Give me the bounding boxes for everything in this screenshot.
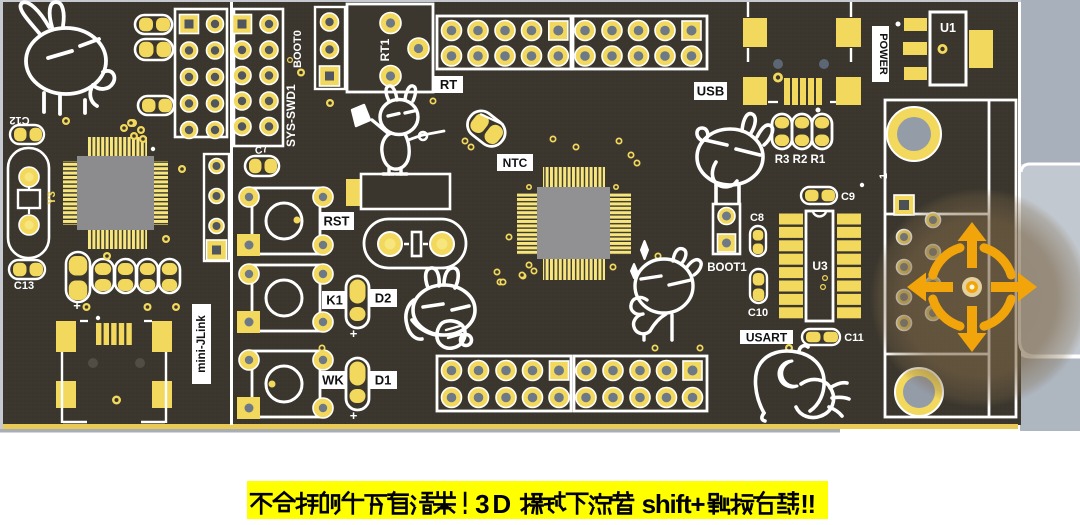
svg-text:WK: WK [322,373,344,388]
svg-text:+: + [350,326,358,341]
svg-text:D2: D2 [375,291,392,306]
svg-text:C11: C11 [844,332,864,344]
svg-text:NTC: NTC [503,156,528,170]
svg-text:U3: U3 [812,259,828,273]
svg-text:C12: C12 [9,114,29,126]
svg-text:RT: RT [440,77,457,92]
svg-text:mini-JLink: mini-JLink [196,315,208,373]
svg-text:USART: USART [746,330,788,344]
svg-text:RT1: RT1 [378,38,392,61]
svg-text:C10: C10 [748,307,768,319]
svg-text:USB: USB [697,84,724,99]
svg-text:POWER: POWER [877,33,889,75]
svg-text:Y3: Y3 [46,191,58,204]
svg-text:C9: C9 [841,191,855,203]
svg-text:C8: C8 [750,212,764,224]
svg-text:!!: !! [800,489,816,519]
svg-text:1: 1 [878,173,890,179]
svg-text:R3 R2 R1: R3 R2 R1 [775,154,826,166]
svg-text:D1: D1 [375,373,392,388]
svg-text:C13: C13 [14,280,34,292]
svg-text:RST: RST [324,214,350,229]
svg-text:3D: 3D [475,489,511,519]
svg-text:U1: U1 [940,21,956,35]
svg-text:shift+: shift+ [642,489,706,519]
svg-text:+: + [73,298,81,313]
svg-text:C7: C7 [254,144,269,158]
svg-text:SYS-SWD1: SYS-SWD1 [284,84,298,147]
svg-text:BOOT1: BOOT1 [707,262,747,274]
svg-text:+: + [350,408,358,423]
svg-text:K1: K1 [326,293,343,308]
svg-text:BOOT0: BOOT0 [292,30,304,68]
